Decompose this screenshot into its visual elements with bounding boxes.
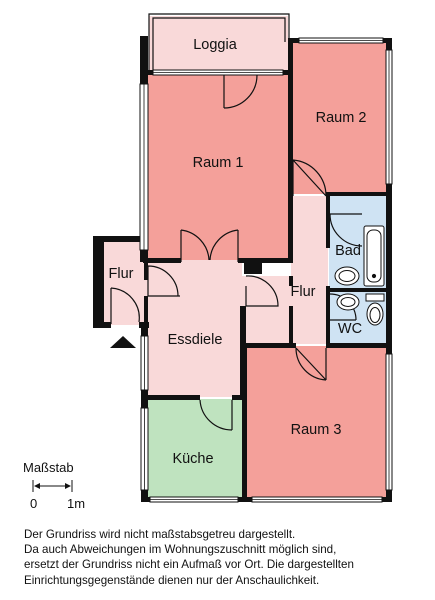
windows	[139, 37, 393, 503]
doors	[110, 74, 363, 431]
scale-title: Maßstab	[23, 460, 74, 475]
door-raum1-right	[209, 229, 239, 262]
wall-raum1-bottom-left	[143, 258, 181, 263]
wall-bad-left-lower	[326, 286, 330, 344]
scale-end: 1m	[67, 496, 85, 511]
wall-flur-essdiele	[144, 260, 148, 280]
label-raum1: Raum 1	[193, 155, 244, 171]
loggia-railing-inner	[152, 17, 286, 72]
door-raum2	[292, 159, 327, 197]
disclaimer-line: Der Grundriss wird nicht maßstabsgetreu …	[24, 528, 296, 541]
entrance-arrow-icon	[110, 336, 136, 348]
wall-right-exterior	[386, 38, 392, 502]
wall-flur-left-top	[93, 236, 147, 242]
raum2-area	[291, 42, 388, 194]
kueche-area	[147, 399, 243, 498]
scale-bar: Maßstab 0 1m	[23, 460, 85, 511]
wall-stub-flur	[244, 258, 262, 274]
door-raum1-left	[180, 229, 210, 262]
wall-raum2-bottom	[326, 192, 392, 196]
door-entrance	[110, 287, 140, 324]
loggia-railing	[148, 13, 290, 72]
wall-flur-right-left-lower	[289, 306, 293, 346]
room-fills	[104, 16, 388, 498]
toilet-tank-icon	[365, 293, 385, 302]
loggia-area	[149, 16, 288, 72]
wall-kueche-top	[146, 395, 200, 400]
disclaimer-line: ersetzt der Grundriss nicht ein Aufmaß v…	[24, 558, 354, 572]
fixtures	[334, 225, 385, 326]
label-raum2: Raum 2	[316, 110, 367, 126]
scale-start: 0	[30, 496, 37, 511]
wall-flur-right-left	[289, 276, 293, 286]
label-loggia: Loggia	[193, 37, 237, 53]
label-flur-right: Flur	[291, 284, 316, 300]
essdiele-area	[147, 260, 242, 397]
door-bad	[329, 213, 363, 247]
wall-flur-left-bottom	[93, 322, 111, 328]
label-raum3: Raum 3	[291, 422, 342, 438]
room-labels: Loggia Raum 1 Raum 2 Raum 3 Flur Flur Es…	[109, 37, 367, 467]
raum3-area	[246, 346, 387, 498]
wall-raum3-top-right	[326, 343, 392, 348]
label-bad: Bad	[335, 243, 361, 259]
door-flur-connector	[245, 275, 279, 307]
label-wc: WC	[338, 321, 362, 337]
disclaimer-line: Einrichtungsgegenstände dienen nur der A…	[24, 573, 320, 587]
door-flur-left	[147, 265, 180, 297]
raum1-area	[147, 74, 289, 260]
wall-flur-essdiele-lower	[144, 296, 148, 328]
wall-kueche-raum3	[242, 344, 247, 502]
disclaimer-line: Da auch Abweichungen im Wohnungszuschnit…	[24, 543, 337, 557]
label-essdiele: Essdiele	[168, 332, 223, 348]
flur-connector-area	[241, 276, 293, 344]
wall-r1-r2	[288, 38, 293, 260]
wall-raum1-bottom-right	[238, 258, 293, 263]
wall-bad-wc	[329, 288, 387, 292]
disclaimer-text: Der Grundriss wird nicht maßstabsgetreu …	[24, 527, 429, 588]
wall-bad-left	[326, 192, 330, 248]
flur-right-area	[291, 196, 328, 344]
wall-flur-left-outer	[93, 236, 104, 328]
wall-kueche-top-right	[232, 395, 246, 400]
door-raum3	[295, 347, 327, 381]
door-loggia	[223, 74, 258, 109]
floor-plan: Loggia Raum 1 Raum 2 Raum 3 Flur Flur Es…	[23, 13, 393, 511]
wall-raum3-top-left	[242, 343, 296, 348]
door-kueche	[199, 399, 233, 431]
label-flur-left: Flur	[109, 266, 134, 282]
label-kueche: Küche	[172, 451, 213, 467]
